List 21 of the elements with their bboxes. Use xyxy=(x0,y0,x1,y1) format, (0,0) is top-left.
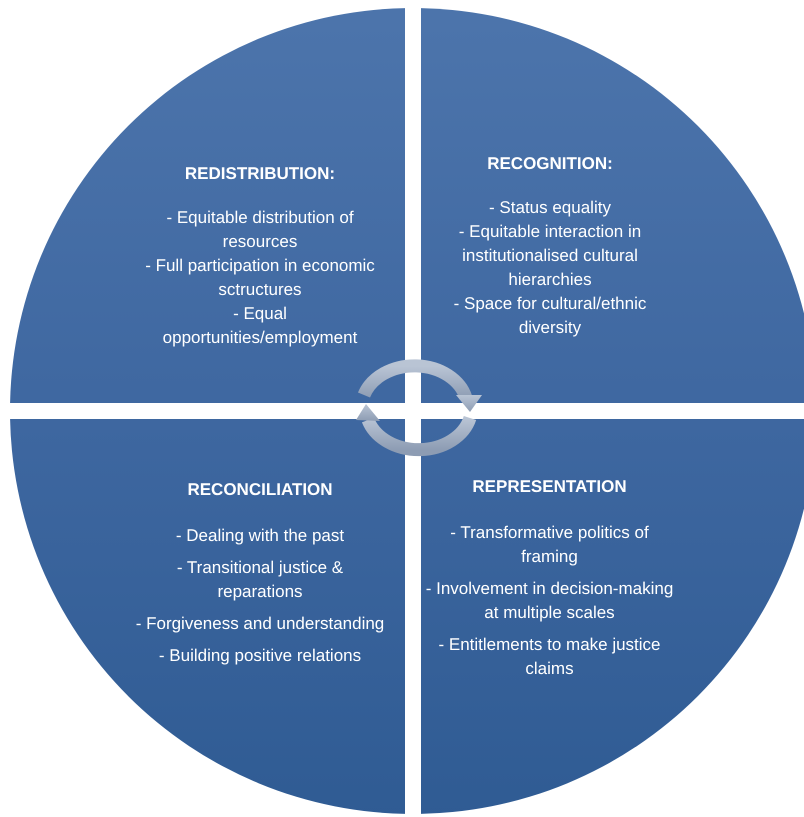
section-heading: REPRESENTATION xyxy=(472,477,627,497)
quadrant-segment xyxy=(10,419,405,817)
bullet-text: - Equal opportunities/employment xyxy=(162,303,358,349)
bullet-text: - Full participation in economic sctructures xyxy=(144,255,376,301)
bullet-text: - Status equality xyxy=(489,197,611,219)
bullet-text: - Dealing with the past xyxy=(176,525,344,547)
section-heading: RECONCILIATION xyxy=(187,480,333,500)
section-heading: REDISTRIBUTION: xyxy=(184,164,336,184)
bullet-text: - Equitable interaction in institutionalised cultural hierarchies xyxy=(458,221,642,291)
bullet-text: - Building positive relations xyxy=(158,645,362,667)
bullet-text: - Entitlements to make justice claims xyxy=(437,634,662,680)
bullet-text: - Forgiveness and understanding xyxy=(136,613,384,635)
bullet-text: - Space for cultural/ethnic diversity xyxy=(452,293,648,339)
quadrant-segment xyxy=(10,8,405,403)
bullet-text: - Involvement in decision-making at multiple scales xyxy=(424,578,674,624)
quadrant-segment xyxy=(421,8,804,403)
bullet-text: - Transformative politics of framing xyxy=(449,522,650,568)
section-heading: RECOGNITION: xyxy=(487,154,613,174)
bullet-text: - Transitional justice & reparations xyxy=(176,557,344,603)
quadrant-segment xyxy=(421,419,804,817)
bullet-text: - Equitable distribution of resources xyxy=(165,207,355,253)
